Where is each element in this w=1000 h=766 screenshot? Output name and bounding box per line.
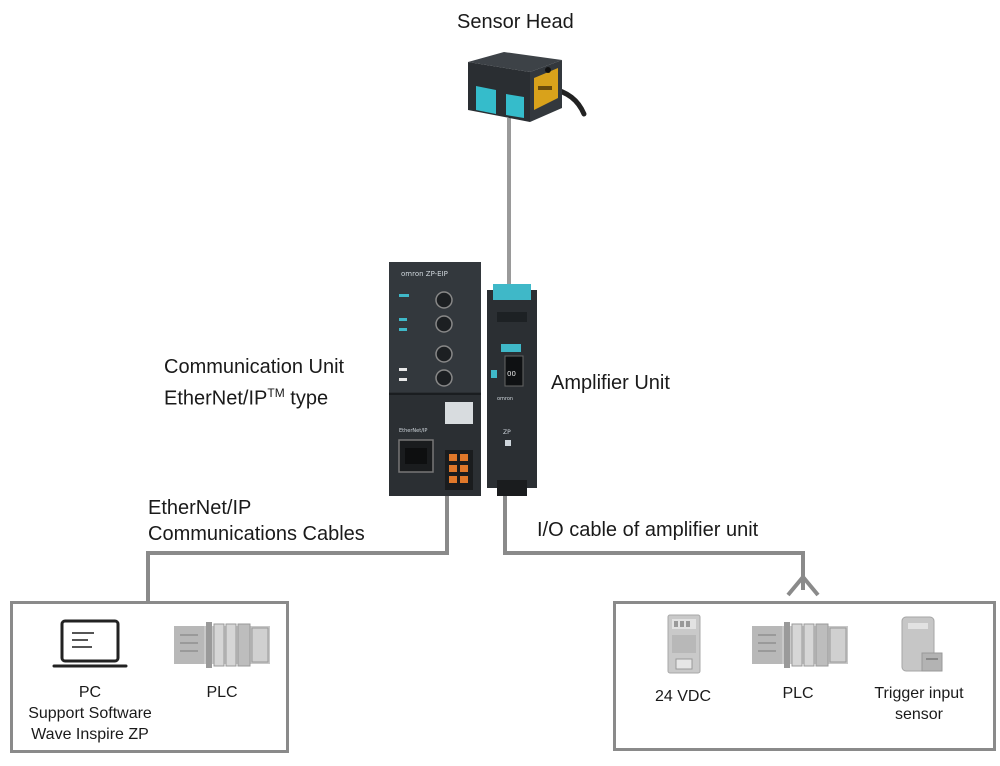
svg-text:omron: omron <box>497 396 513 402</box>
communication-unit-image: omron ZP-EIP EtherNet/IP <box>389 262 481 496</box>
io-cable <box>503 492 805 590</box>
left-plc-label: PLC <box>206 684 238 701</box>
ethernet-cables-label-line1: EtherNet/IP <box>148 497 252 519</box>
amplifier-unit-image: 00 omron ZP <box>487 284 537 496</box>
plc-icon <box>174 622 270 668</box>
trigger-label-line1: Trigger input <box>874 685 964 702</box>
amplifier-unit-label: Amplifier Unit <box>551 372 670 394</box>
svg-text:00: 00 <box>507 370 516 378</box>
right-plc-label: PLC <box>782 685 814 702</box>
sensor-head-image <box>468 52 587 122</box>
trigger-sensor-icon <box>901 616 943 672</box>
sensor-head-label: Sensor Head <box>457 11 574 33</box>
pc-label-line2: Support Software <box>28 705 152 722</box>
pc-label-line3: Wave Inspire ZP <box>31 726 149 743</box>
pc-label-line1: PC <box>78 684 102 701</box>
ethernet-cables-label-line2: Communications Cables <box>148 523 365 545</box>
ethernet-cable <box>146 492 449 602</box>
plc-icon-right <box>752 622 848 668</box>
comm-unit-label-line2: EtherNet/IPTM type <box>164 386 329 410</box>
svg-text:EtherNet/IP: EtherNet/IP <box>399 428 427 434</box>
power-label: 24 VDC <box>654 688 712 705</box>
comm-unit-label-line1: Communication Unit <box>164 356 345 378</box>
laptop-icon <box>52 619 128 668</box>
power-supply-icon <box>667 614 701 674</box>
io-cable-branch <box>786 573 820 597</box>
trigger-label-line2: sensor <box>894 706 944 723</box>
io-cable-label: I/O cable of amplifier unit <box>537 519 759 541</box>
svg-text:ZP: ZP <box>503 429 511 436</box>
svg-text:omron ZP-EIP: omron ZP-EIP <box>401 270 448 278</box>
